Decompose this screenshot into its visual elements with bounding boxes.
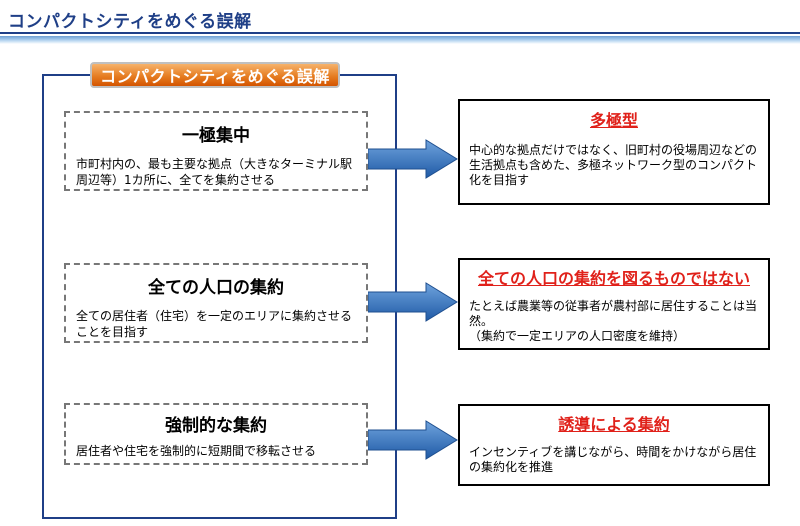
arrow-right-icon	[368, 420, 458, 460]
correction-text-3: インセンティブを講じながら、時間をかけながら居住の集約化を推進	[469, 445, 757, 474]
misconception-box-2: 全ての人口の集約 全ての居住者（住宅）を一定のエリアに集約させることを目指す	[64, 263, 368, 343]
misconception-box-1: 一極集中 市町村内の、最も主要な拠点（大きなターミナル駅周辺等）1カ所に、全てを…	[64, 111, 368, 191]
page-title: コンパクトシティをめぐる誤解	[8, 12, 252, 32]
correction-box-2: 全ての人口の集約を図るものではない たとえば農業等の従事者が農村部に居住すること…	[458, 258, 770, 350]
misconception-text-1: 市町村内の、最も主要な拠点（大きなターミナル駅周辺等）1カ所に、全てを集約させる	[76, 157, 353, 187]
correction-text-1: 中心的な拠点だけではなく、旧町村の役場周辺などの生活拠点も含めた、多極ネットワー…	[469, 143, 758, 187]
arrow-right-icon	[368, 282, 458, 322]
misconception-title-3: 強制的な集約	[165, 416, 267, 436]
frame-label: コンパクトシティをめぐる誤解	[90, 62, 340, 88]
misconception-text-3: 居住者や住宅を強制的に短期間で移転させる	[76, 444, 317, 458]
title-rule	[0, 32, 800, 44]
arrow-right-icon	[368, 139, 458, 179]
correction-title-1: 多極型	[589, 111, 638, 130]
misconception-title-2: 全ての人口の集約	[148, 278, 284, 298]
correction-box-1: 多極型 中心的な拠点だけではなく、旧町村の役場周辺などの生活拠点も含めた、多極ネ…	[458, 99, 770, 205]
correction-box-3: 誘導による集約 インセンティブを講じながら、時間をかけながら居住の集約化を推進	[458, 404, 770, 486]
correction-text-2: たとえば農業等の従事者が農村部に居住することは当然。 （集約で一定エリアの人口密…	[469, 299, 758, 343]
correction-title-3: 誘導による集約	[558, 415, 670, 434]
correction-title-2: 全ての人口の集約を図るものではない	[477, 269, 750, 288]
misconception-text-2: 全ての居住者（住宅）を一定のエリアに集約させることを目指す	[76, 309, 353, 339]
misconception-title-1: 一極集中	[182, 126, 250, 146]
misconception-box-3: 強制的な集約 居住者や住宅を強制的に短期間で移転させる	[64, 403, 368, 465]
